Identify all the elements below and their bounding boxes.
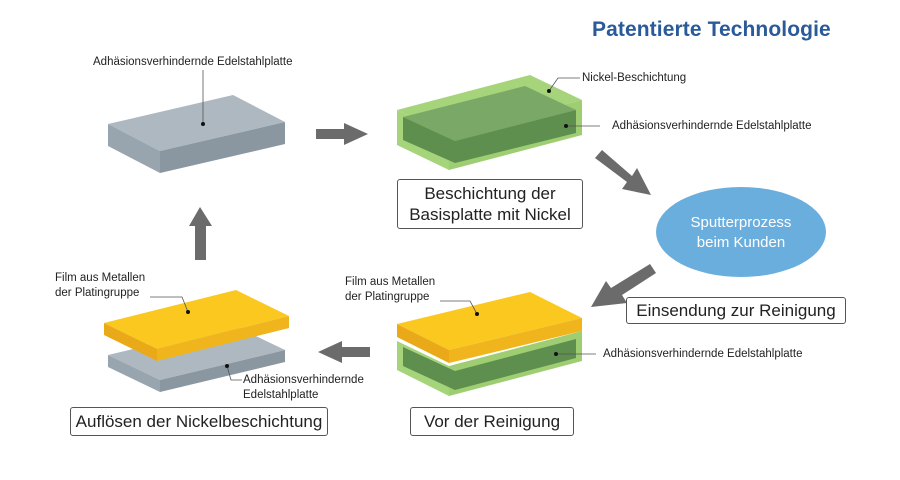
arrow-left xyxy=(318,341,370,363)
nickel-coating-label: Nickel-Beschichtung xyxy=(582,72,687,84)
nickel-coating-caption: Beschichtung der Basisplatte mit Nickel xyxy=(397,179,583,229)
steel-plate-step1 xyxy=(108,70,285,173)
leader-line-film xyxy=(150,296,189,313)
sputter-text: Sputterprozess beim Kunden xyxy=(656,213,826,253)
before-cleaning-caption: Vor der Reinigung xyxy=(410,407,574,436)
caption-line2: Basisplatte mit Nickel xyxy=(409,205,571,224)
caption-line1: Beschichtung der xyxy=(424,184,556,203)
page-title: Patentierte Technologie xyxy=(592,18,831,41)
leader-line-film xyxy=(440,300,478,315)
arrow-right xyxy=(316,123,368,145)
dissolve-film-label: Film aus Metallen der Platingruppe xyxy=(55,271,145,301)
steel-plate-side xyxy=(160,122,285,173)
shipment-caption: Einsendung zur Reinigung xyxy=(626,297,846,324)
arrow-down-left xyxy=(591,264,656,307)
steel-plate-top xyxy=(108,95,285,151)
nickel-coated-plate xyxy=(397,75,600,170)
leader-line-plate xyxy=(226,365,242,381)
arrow-up xyxy=(189,207,212,260)
nickel-plate-label: Adhäsionsverhindernde Edelstahlplatte xyxy=(612,120,812,132)
base-plate-label: Adhäsionsverhindernde Edelstahlplatte xyxy=(93,56,293,68)
plate-label-line1: Adhäsionsverhindernde xyxy=(243,374,364,386)
before-film-label: Film aus Metallen der Platingruppe xyxy=(345,275,435,305)
film-label-line1: Film aus Metallen xyxy=(345,276,436,288)
sputter-ellipse xyxy=(656,187,826,277)
plate-label-line2: Edelstahlplatte xyxy=(243,389,319,401)
dissolve-caption: Auflösen der Nickelbeschichtung xyxy=(70,407,328,436)
dissolve-plate-label: Adhäsionsverhindernde Edelstahlplatte xyxy=(243,373,364,403)
sputter-line2: beim Kunden xyxy=(696,234,786,251)
before-plate-label: Adhäsionsverhindernde Edelstahlplatte xyxy=(603,348,803,360)
before-cleaning-plate xyxy=(397,292,596,396)
dissolve-plate xyxy=(104,290,289,392)
leader-line-nickel xyxy=(548,77,580,92)
sputter-line1: Sputterprozess xyxy=(690,214,792,231)
steel-plate-front xyxy=(108,124,160,173)
arrow-down-right xyxy=(595,150,651,195)
film-label-line2: der Platingruppe xyxy=(345,291,430,303)
film-label-line2: der Platingruppe xyxy=(55,287,140,299)
leader-dot xyxy=(201,122,205,126)
film-label-line1: Film aus Metallen xyxy=(55,272,146,284)
